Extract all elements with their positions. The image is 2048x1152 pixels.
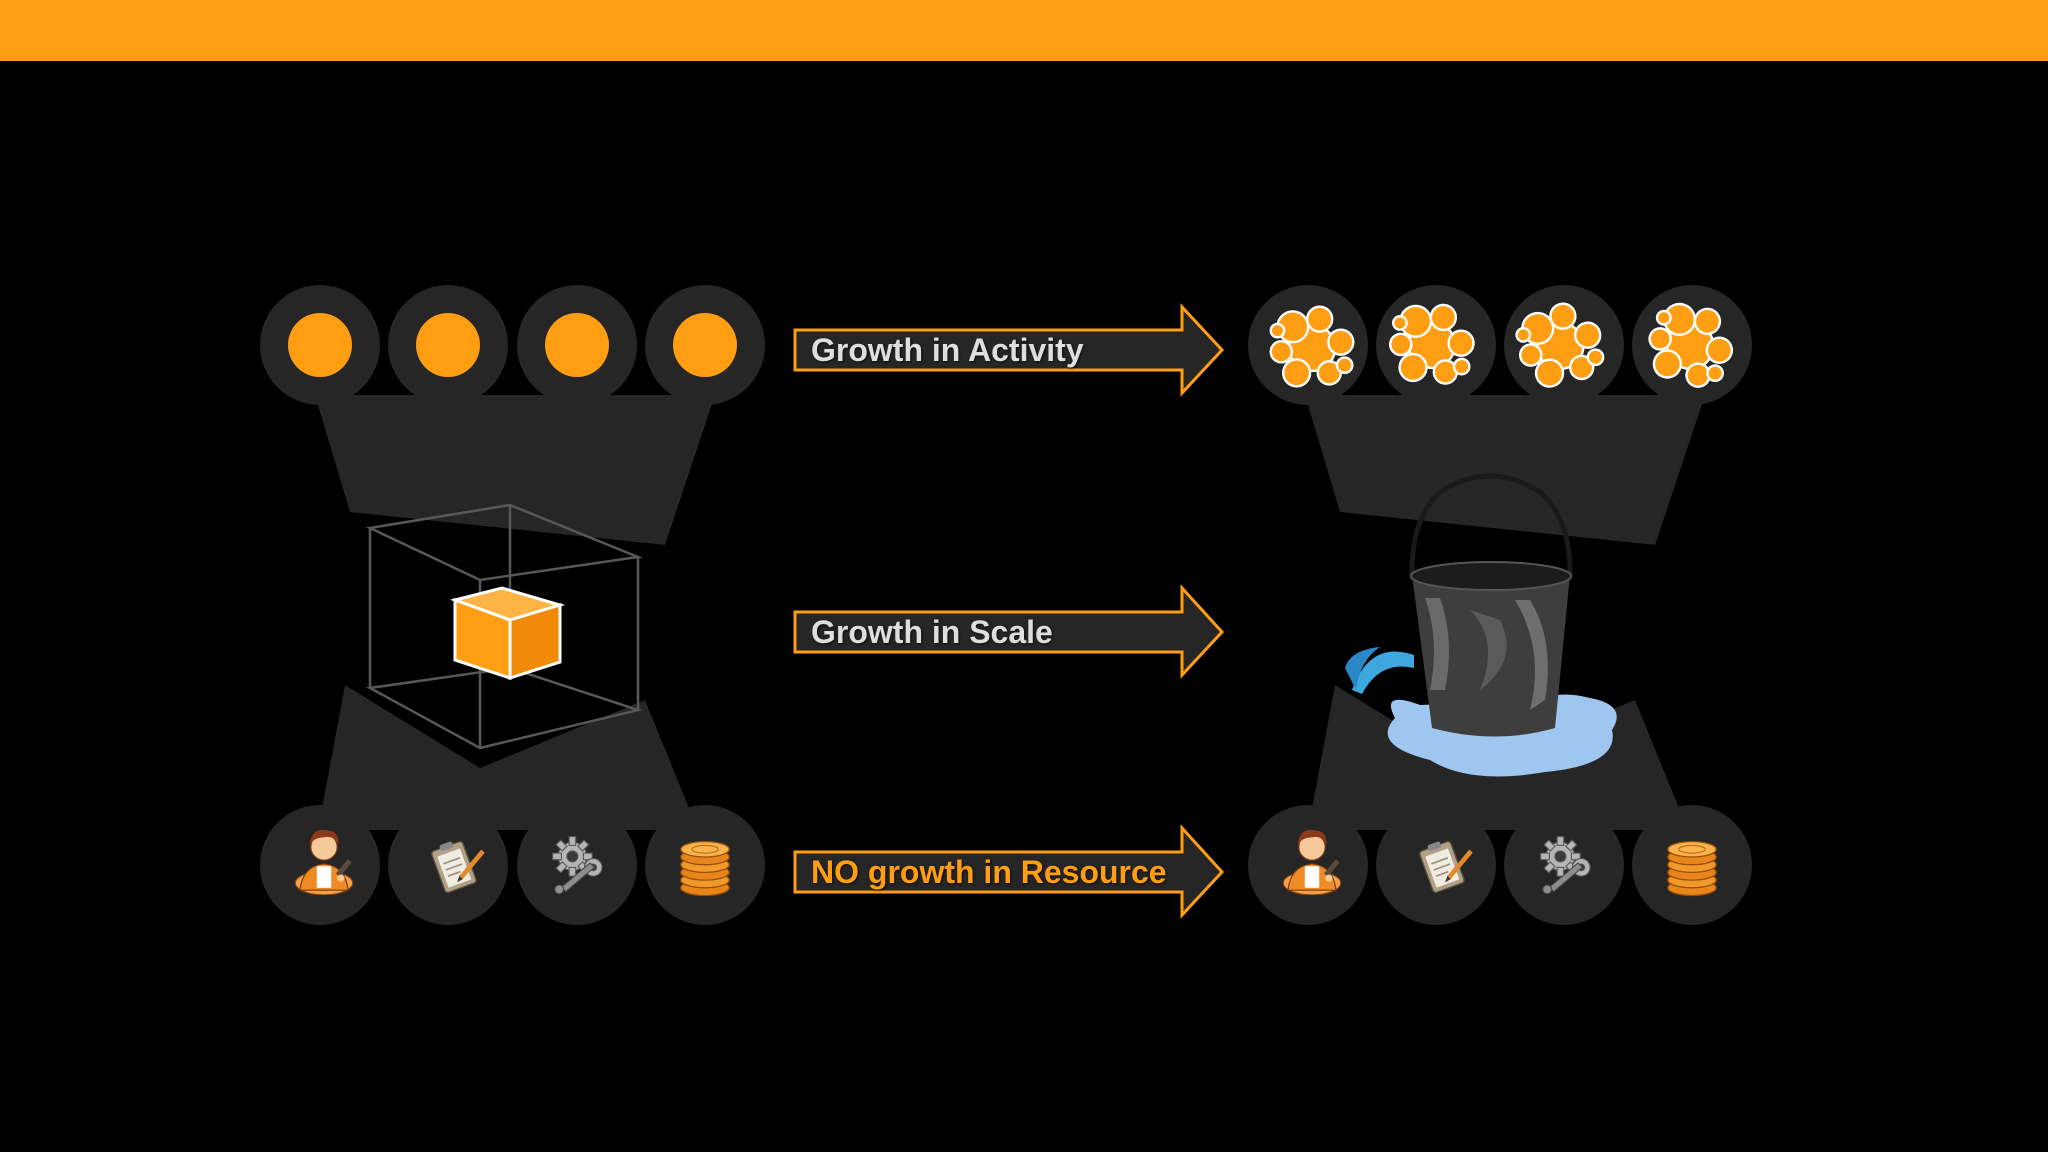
coins-icon [680,840,730,897]
activity-circle [545,313,609,377]
arrow-no-growth-in-resource [793,824,1225,919]
arrow-label-resource: NO growth in Resource [811,854,1167,890]
top-accent-bar [0,0,2048,61]
right-funnel-top [1305,395,1705,545]
right-panel [1248,285,1752,925]
activity-circle [673,313,737,377]
coins-icon [1667,840,1717,897]
left-funnel-top [315,395,715,545]
arrow-label-activity: Growth in Activity [811,332,1084,368]
arrow-label-scale: Growth in Scale [811,614,1053,650]
arrow-growth-in-scale [793,584,1225,679]
activity-circle [416,313,480,377]
left-funnel-bottom [318,685,698,830]
activity-circle [288,313,352,377]
left-panel [260,285,765,925]
arrow-growth-in-activity [793,303,1225,397]
leaking-bucket-icon [1345,473,1617,777]
cube-in-wireframe-box-icon [365,503,643,750]
